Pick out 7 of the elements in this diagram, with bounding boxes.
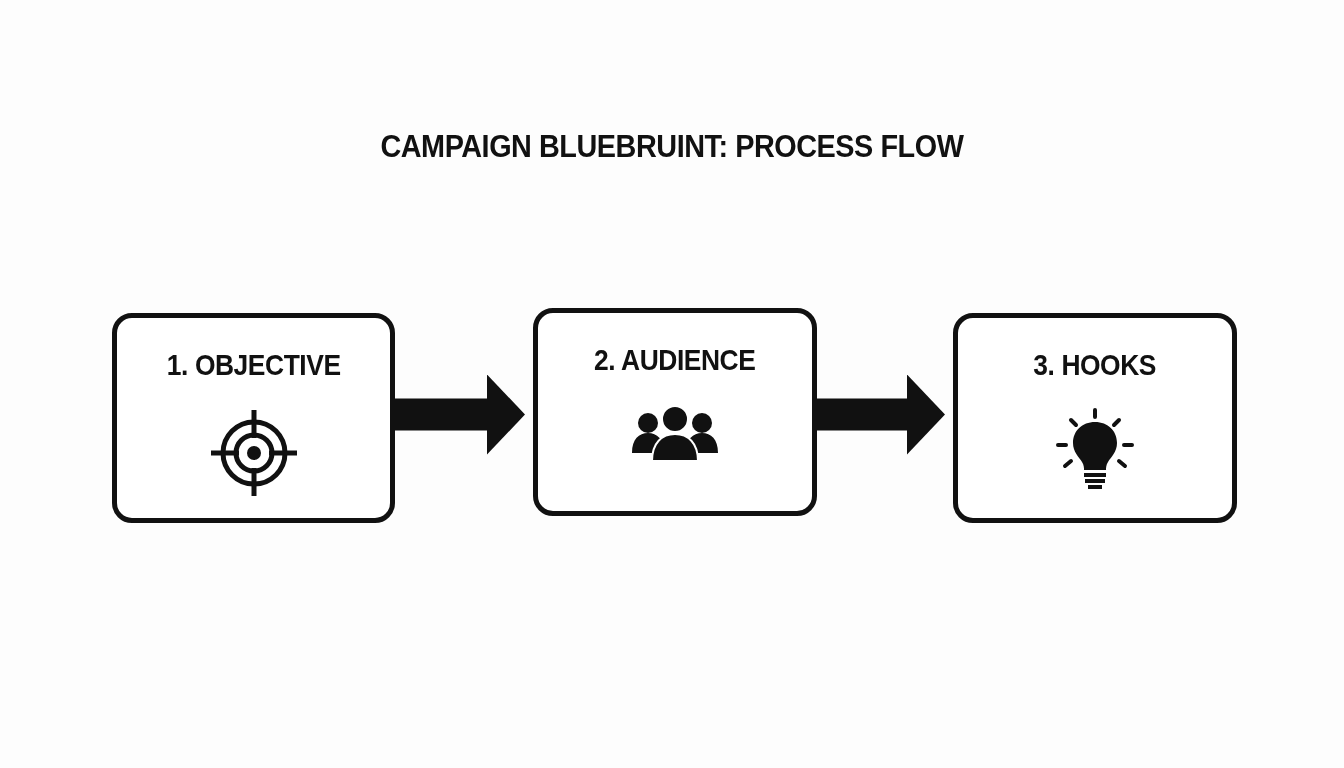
diagram-title: CAMPAIGN BLUEBRUINT: PROCESS FLOW bbox=[380, 128, 964, 165]
process-box bbox=[533, 308, 817, 516]
step-label: 2. AUDIENCE bbox=[594, 343, 756, 377]
process-box bbox=[112, 313, 395, 523]
step-label: 3. HOOKS bbox=[1033, 348, 1157, 382]
step-label: 1. OBJECTIVE bbox=[166, 348, 341, 382]
process-box bbox=[953, 313, 1237, 523]
